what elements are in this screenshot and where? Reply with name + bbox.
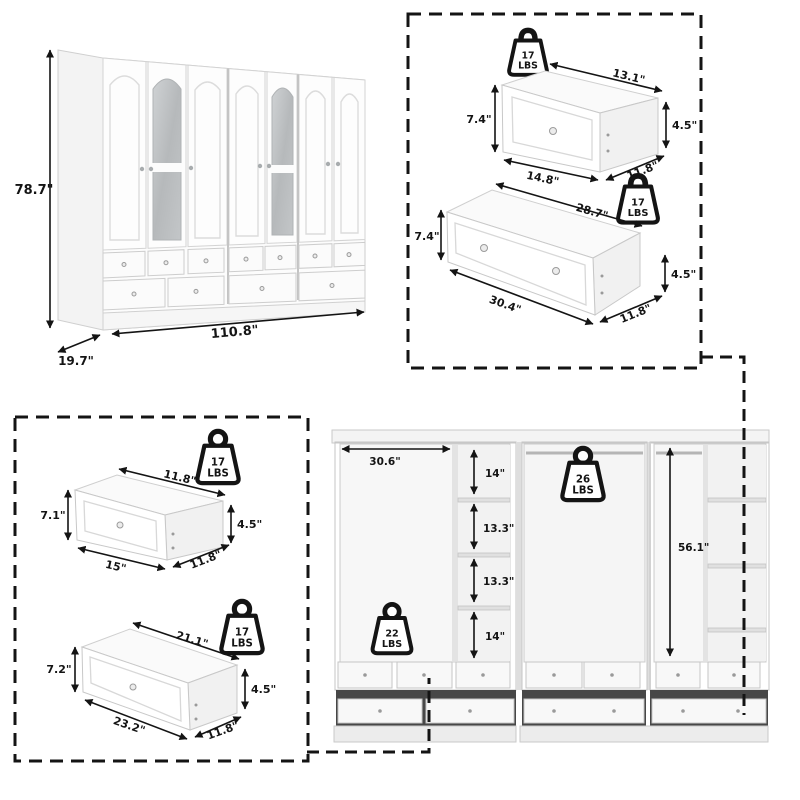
front-drawer-row-2 [102, 269, 366, 311]
dim-label: 7.2" [46, 663, 71, 676]
dim-label: 56.1" [678, 542, 709, 554]
cabinet-doors [102, 57, 366, 304]
weight-icon: 26 LBS [560, 445, 606, 503]
dim-label: 30.4" [488, 293, 523, 316]
width-dim-label: 110.8" [210, 323, 259, 342]
height-dim-label: 78.7" [15, 183, 54, 198]
dim-label: 7.4" [414, 230, 439, 243]
interior-drawer-row-1 [337, 661, 761, 689]
dim-label: 11.8" [618, 302, 653, 326]
wardrobe-interior-view: 30.6" 14" 13.3" 13.3" 14" 56.1" 26 LBS 2… [331, 429, 770, 743]
small-drawer-illustration [500, 70, 659, 173]
bottom-drawers-detail-box: 17 LBS 11.8" 7.1" 4.5" 15" 11.8" 17 LBS [13, 415, 310, 763]
weight-icon: 17 LBS [219, 598, 265, 656]
cabinet-top [331, 429, 770, 444]
dim-label: 4.5" [251, 683, 276, 696]
dim-label: 4.5" [671, 268, 696, 281]
dashed-border [406, 12, 703, 370]
wardrobe-front-view: 78.7" 110.8" 19.7" [15, 49, 366, 368]
svg-text:LBS: LBS [518, 61, 538, 72]
svg-text:26: 26 [576, 474, 590, 485]
long-drawer-illustration [445, 189, 642, 316]
svg-text:LBS: LBS [572, 485, 594, 496]
front-drawer-row-1 [102, 241, 366, 279]
wardrobe-cabinet [57, 49, 366, 331]
svg-text:17: 17 [631, 197, 645, 208]
depth-dim-label: 19.7" [58, 354, 94, 368]
svg-text:22: 22 [385, 628, 398, 639]
svg-text:17: 17 [521, 50, 534, 61]
unit-divider [647, 442, 651, 690]
width-dim-arrow [111, 308, 365, 338]
small-drawer-illustration [73, 474, 224, 561]
svg-text:17: 17 [211, 457, 225, 468]
door-handles [139, 161, 341, 172]
dim-label: 13.3" [483, 576, 514, 588]
long-drawer-illustration [80, 628, 239, 731]
interior-base [519, 725, 769, 743]
svg-text:LBS: LBS [382, 639, 402, 650]
interior-drawer-row-2 [336, 690, 768, 726]
interior-base [333, 725, 517, 743]
weight-icon: 17 LBS [195, 428, 241, 486]
unit-divider [516, 442, 522, 690]
dim-label: 15" [104, 558, 127, 575]
dim-label: 14" [485, 468, 505, 480]
dim-label: 14.8" [525, 169, 560, 189]
dim-label: 4.5" [237, 518, 262, 531]
dim-label: 14" [485, 631, 505, 643]
dim-label: 4.5" [672, 119, 697, 132]
dim-label: 13.3" [483, 523, 514, 535]
dim-label: 7.4" [466, 113, 491, 126]
depth-dim-arrow [57, 334, 101, 353]
interior-unit-right [649, 441, 770, 691]
dashed-border [13, 415, 310, 763]
dim-label: 7.1" [40, 509, 65, 522]
shelf-dimensions: 14" 13.3" 13.3" 14" [470, 449, 514, 659]
mirror-panel-right [271, 87, 294, 236]
svg-text:LBS: LBS [207, 468, 229, 479]
weight-icon: 17 LBS [616, 172, 660, 225]
svg-text:LBS: LBS [231, 638, 253, 649]
mirror-panel-left [152, 78, 182, 241]
top-drawers-detail-box: 17 LBS 13.1" 7.4" 4.5" 14.8" 11.8" 17 LB… [406, 12, 703, 370]
cabinet-side-panel [57, 49, 104, 331]
svg-text:LBS: LBS [628, 208, 649, 219]
weight-icon: 17 LBS [507, 27, 549, 77]
svg-text:17: 17 [235, 627, 249, 638]
weight-icon: 22 LBS [370, 601, 414, 656]
dim-label: 30.6" [369, 456, 400, 468]
